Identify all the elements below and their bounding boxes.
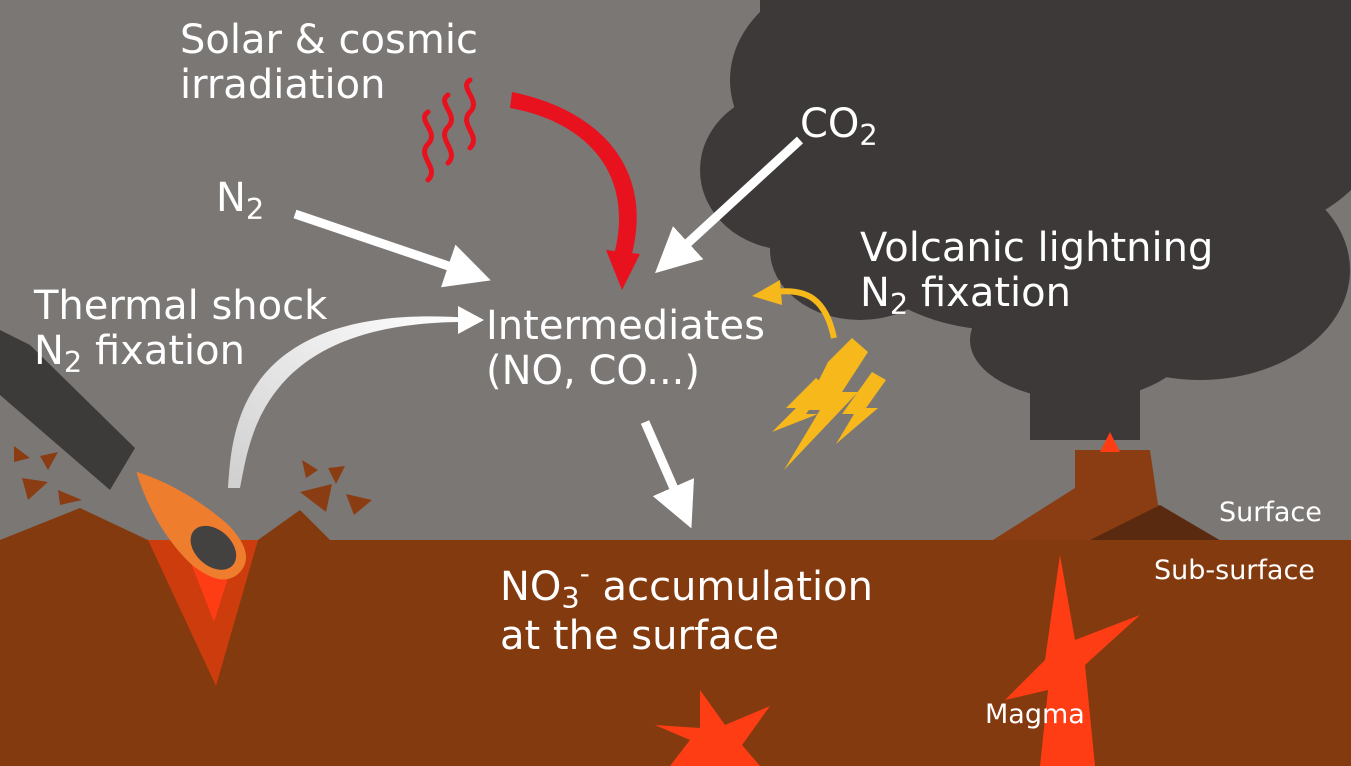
magma-label: Magma	[985, 699, 1085, 730]
co2-text: CO	[800, 101, 860, 147]
thermal-shock-label: Thermal shock N2 fixation	[34, 284, 327, 378]
no3-text: NO	[500, 563, 562, 610]
radiation-waves	[422, 77, 476, 183]
n2-text: N	[216, 175, 246, 221]
deposition-arrow	[640, 420, 695, 529]
lightning-bolts	[772, 338, 886, 470]
volcanic-line-2: N2 fixation	[860, 269, 1213, 321]
thermal-fixation: fixation	[82, 327, 245, 374]
thermal-line-2: N2 fixation	[34, 327, 327, 379]
intermediates-line-2: (NO, CO...)	[486, 347, 700, 394]
thermal-line-1: Thermal shock	[34, 283, 328, 329]
volcanic-n-subscript: 2	[889, 286, 909, 321]
volcanic-lightning-label: Volcanic lightning N2 fixation	[860, 226, 1213, 320]
co2-label: CO2	[800, 101, 878, 153]
thermal-n: N	[34, 327, 64, 374]
radiation-arrow-head	[606, 250, 640, 290]
n2-arrow	[293, 209, 491, 288]
no3-accumulation-label: NO3- accumulation at the surface	[500, 558, 873, 659]
solar-line-2: irradiation	[180, 61, 386, 108]
no3-subscript: 3	[561, 580, 580, 615]
thermal-shock-arrow-head	[458, 306, 484, 334]
lightning-return-arrow-head	[752, 280, 782, 305]
meteor-trail	[0, 330, 135, 490]
no3-superscript: -	[579, 557, 590, 590]
co2-arrow	[655, 136, 804, 274]
thermal-shock-arrow	[228, 316, 470, 488]
intermediates-line-1: Intermediates	[486, 303, 765, 349]
solar-line-1: Solar & cosmic	[180, 17, 478, 63]
n2-label: N2	[216, 175, 265, 227]
impact-debris	[14, 446, 372, 515]
volcanic-n: N	[860, 269, 890, 316]
meteor	[136, 471, 247, 580]
ash-cloud	[700, 0, 1351, 440]
thermal-n-subscript: 2	[63, 344, 83, 379]
crater-rim-left	[0, 508, 148, 540]
volcanic-fixation: fixation	[908, 269, 1071, 316]
solar-irradiation-label: Solar & cosmic irradiation	[180, 18, 478, 108]
intermediates-label: Intermediates (NO, CO...)	[486, 304, 765, 394]
no3-line-1: NO3- accumulation	[500, 558, 873, 614]
no3-line-2: at the surface	[500, 613, 780, 660]
crater-rim-right	[258, 510, 330, 540]
volcano-shadow	[1080, 505, 1228, 545]
subsurface-label: Sub-surface	[1154, 555, 1315, 586]
radiation-arrow	[510, 92, 637, 268]
surface-label: Surface	[1219, 497, 1322, 528]
volcanic-line-1: Volcanic lightning	[860, 225, 1214, 271]
n2-subscript: 2	[245, 192, 265, 227]
magma-veins	[655, 555, 1140, 766]
lightning-return-arrow	[774, 288, 837, 339]
co2-subscript: 2	[859, 118, 878, 153]
volcano-vent	[1100, 432, 1120, 452]
no3-accumulation: accumulation	[589, 563, 873, 610]
